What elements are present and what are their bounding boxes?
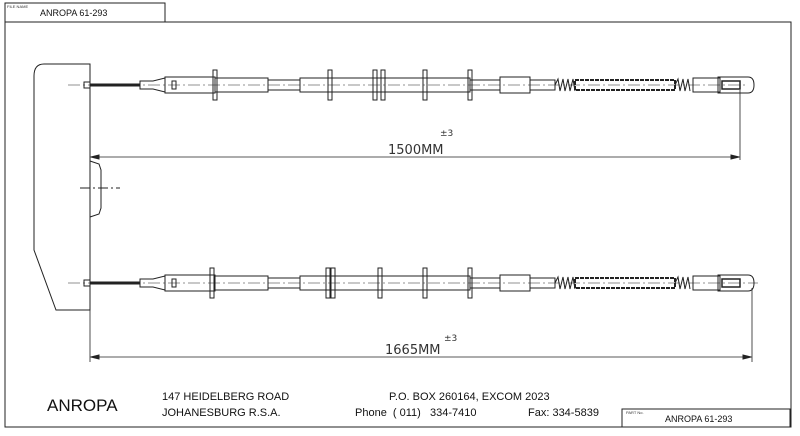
outer-tube: [214, 275, 269, 291]
inner-wire: [89, 281, 141, 285]
dimension-upper: [90, 90, 741, 160]
file-name-label: FILE NAME: [7, 4, 29, 9]
clevis: [717, 76, 755, 94]
flange: [422, 267, 428, 299]
flange: [372, 69, 378, 101]
flange: [209, 267, 215, 299]
flange: [212, 69, 218, 101]
cable-upper: [68, 69, 755, 101]
adjuster-nut: [171, 278, 177, 288]
company-name: ANROPA: [47, 396, 118, 415]
inner-wire: [89, 83, 141, 87]
part-no-label: PART No.: [626, 410, 644, 415]
spring: [554, 77, 576, 92]
outer-tube: [214, 77, 269, 93]
lower-tolerance-label: ±3: [444, 334, 458, 344]
spring: [674, 275, 691, 290]
part-no-box: [621, 408, 791, 428]
address-line1: 147 HEIDELBERG ROAD: [162, 391, 290, 403]
adjuster-nut: [171, 80, 177, 90]
flange: [380, 69, 386, 101]
upper-tolerance-label: ±3: [440, 129, 454, 139]
flange: [422, 69, 428, 101]
flange: [330, 267, 336, 299]
spring: [554, 275, 576, 290]
mounting-bracket: [33, 63, 91, 311]
upper-length-label: 1500MM: [388, 143, 444, 158]
flange: [377, 267, 383, 299]
flange: [467, 69, 473, 101]
end-fitting: [692, 275, 721, 291]
address-line2: JOHANESBURG R.S.A.: [162, 407, 281, 419]
po-box: P.O. BOX 260164, EXCOM 2023: [389, 391, 550, 403]
dimension-lower: [89, 288, 753, 362]
fax: Fax: 334-5839: [528, 407, 599, 419]
clevis-slot: [721, 80, 741, 90]
phone: Phone ( 011) 334-7410: [355, 407, 477, 419]
file-name-box: [4, 2, 166, 23]
cable-lower: [68, 267, 758, 299]
clevis-slot: [721, 278, 741, 288]
part-no: ANROPA 61-293: [665, 414, 733, 424]
lower-length-label: 1665MM: [385, 343, 441, 358]
file-name: ANROPA 61-293: [40, 8, 108, 18]
clevis: [717, 274, 755, 292]
flange: [325, 267, 331, 299]
flange: [467, 267, 473, 299]
flange: [327, 69, 333, 101]
spring: [674, 77, 691, 92]
end-fitting: [692, 77, 721, 93]
bracket-tab: [89, 160, 102, 218]
drawing-frame: [4, 21, 792, 428]
